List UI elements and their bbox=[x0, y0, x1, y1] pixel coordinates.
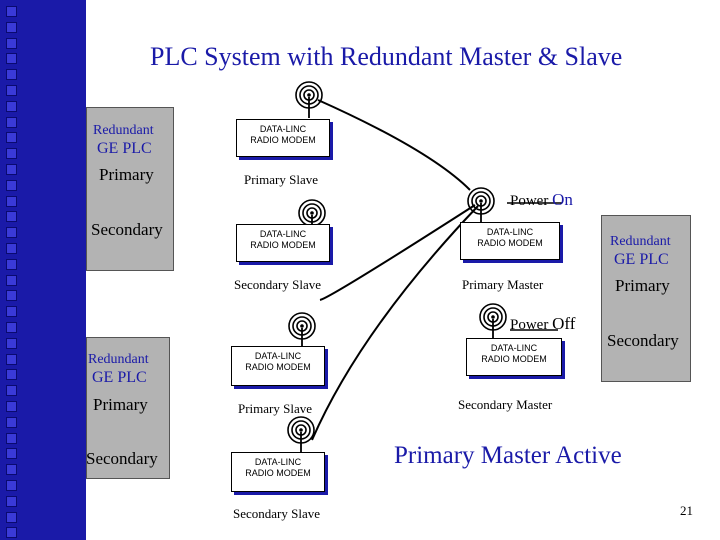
modem-line1: DATA-LINC bbox=[254, 351, 302, 361]
antenna-icon bbox=[287, 416, 315, 453]
sidebar-square bbox=[6, 148, 17, 160]
modem-line2: RADIO MODEM bbox=[477, 238, 543, 248]
power-label: Power bbox=[510, 317, 549, 333]
power-off-indicator: Power Off bbox=[510, 314, 575, 334]
sidebar-square bbox=[6, 179, 17, 191]
sidebar-square bbox=[6, 527, 17, 539]
sidebar-square bbox=[6, 306, 17, 318]
sidebar-square bbox=[6, 211, 17, 223]
sidebar-square bbox=[6, 432, 17, 444]
modem-line2: RADIO MODEM bbox=[245, 362, 311, 372]
plc-primary-label: Primary bbox=[615, 276, 670, 295]
sidebar-square bbox=[6, 448, 17, 460]
radio-modem-primary-master: DATA-LINC RADIO MODEM bbox=[460, 222, 560, 260]
modem-line2: RADIO MODEM bbox=[245, 468, 311, 478]
power-off-state: Off bbox=[552, 314, 576, 333]
plc-redundant-label: Redundant bbox=[610, 234, 671, 249]
primary-slave-label: Primary Slave bbox=[238, 401, 313, 416]
sidebar-square bbox=[6, 511, 17, 523]
radio-modem-primary-slave-1: DATA-LINC RADIO MODEM bbox=[236, 119, 330, 157]
slide-title: PLC System with Redundant Master & Slave bbox=[150, 42, 623, 71]
sidebar-square bbox=[6, 164, 17, 175]
plc-secondary-label: Secondary bbox=[91, 220, 163, 239]
sidebar-square bbox=[6, 116, 17, 128]
link-master-slave3 bbox=[311, 205, 479, 441]
plc-ge-label: GE PLC bbox=[92, 369, 147, 386]
sidebar-square bbox=[6, 6, 17, 17]
secondary-slave-label: Secondary Slave bbox=[233, 506, 321, 521]
sidebar-square bbox=[6, 21, 17, 33]
sidebar-square bbox=[6, 337, 17, 349]
radio-modem-secondary-slave-1: DATA-LINC RADIO MODEM bbox=[236, 224, 330, 262]
power-on-indicator: Power On bbox=[510, 190, 573, 210]
modem-line1: DATA-LINC bbox=[259, 124, 307, 134]
sidebar-square bbox=[6, 53, 17, 65]
modem-line1: DATA-LINC bbox=[486, 227, 534, 237]
plc-ge-label: GE PLC bbox=[614, 251, 669, 268]
modem-line1: DATA-LINC bbox=[490, 343, 538, 353]
plc-secondary-label: Secondary bbox=[86, 449, 158, 468]
primary-master-active-label: Primary Master Active bbox=[394, 442, 622, 469]
plc-primary-label: Primary bbox=[99, 165, 154, 184]
plc-ge-label: GE PLC bbox=[97, 140, 152, 157]
secondary-master-label: Secondary Master bbox=[458, 397, 553, 412]
sidebar-square bbox=[6, 85, 17, 96]
plc-redundant-label: Redundant bbox=[88, 352, 149, 367]
sidebar-square bbox=[6, 385, 17, 397]
modem-line2: RADIO MODEM bbox=[481, 354, 547, 364]
sidebar-square bbox=[6, 274, 17, 286]
plc-secondary-label: Secondary bbox=[607, 331, 679, 350]
plc-redundant-label: Redundant bbox=[93, 123, 154, 138]
sidebar-square bbox=[6, 258, 17, 270]
primary-slave-label: Primary Slave bbox=[244, 172, 319, 187]
link-master-slave1 bbox=[317, 99, 471, 191]
sidebar-square bbox=[6, 227, 17, 239]
page-number: 21 bbox=[680, 503, 693, 518]
radio-modem-secondary-slave-2: DATA-LINC RADIO MODEM bbox=[231, 452, 325, 492]
radio-modem-secondary-master: DATA-LINC RADIO MODEM bbox=[466, 338, 562, 376]
plc-box-master: Redundant GE PLC Primary Secondary bbox=[601, 215, 691, 382]
power-on-state: On bbox=[552, 190, 573, 209]
plc-box-slave-1: Redundant GE PLC Primary Secondary bbox=[86, 107, 174, 271]
modem-line1: DATA-LINC bbox=[259, 229, 307, 239]
sidebar bbox=[0, 0, 86, 540]
sidebar-square bbox=[6, 132, 17, 144]
primary-master-label: Primary Master bbox=[462, 277, 544, 292]
plc-box-slave-2: Redundant GE PLC Primary Secondary bbox=[86, 337, 170, 479]
sidebar-square bbox=[6, 353, 17, 365]
sidebar-square bbox=[6, 401, 17, 412]
modem-line2: RADIO MODEM bbox=[250, 240, 316, 250]
power-label: Power bbox=[510, 193, 549, 209]
sidebar-square bbox=[6, 195, 17, 207]
sidebar-square bbox=[6, 290, 17, 302]
sidebar-square bbox=[6, 495, 17, 507]
sidebar-square bbox=[6, 100, 17, 112]
radio-modem-primary-slave-2: DATA-LINC RADIO MODEM bbox=[231, 346, 325, 386]
antenna-icon bbox=[467, 187, 495, 224]
antenna-icon bbox=[295, 81, 323, 118]
plc-primary-label: Primary bbox=[93, 395, 148, 414]
sidebar-square bbox=[6, 322, 17, 333]
sidebar-square bbox=[6, 480, 17, 491]
antenna-icon bbox=[479, 303, 507, 340]
link-master-slave2 bbox=[319, 204, 476, 301]
sidebar-square bbox=[6, 243, 17, 254]
modem-line2: RADIO MODEM bbox=[250, 135, 316, 145]
antenna-icon bbox=[288, 312, 316, 349]
sidebar-square bbox=[6, 69, 17, 81]
sidebar-square bbox=[6, 464, 17, 476]
modem-line1: DATA-LINC bbox=[254, 457, 302, 467]
sidebar-square bbox=[6, 37, 17, 49]
secondary-slave-label: Secondary Slave bbox=[234, 277, 322, 292]
sidebar-square bbox=[6, 416, 17, 428]
sidebar-square bbox=[6, 369, 17, 381]
